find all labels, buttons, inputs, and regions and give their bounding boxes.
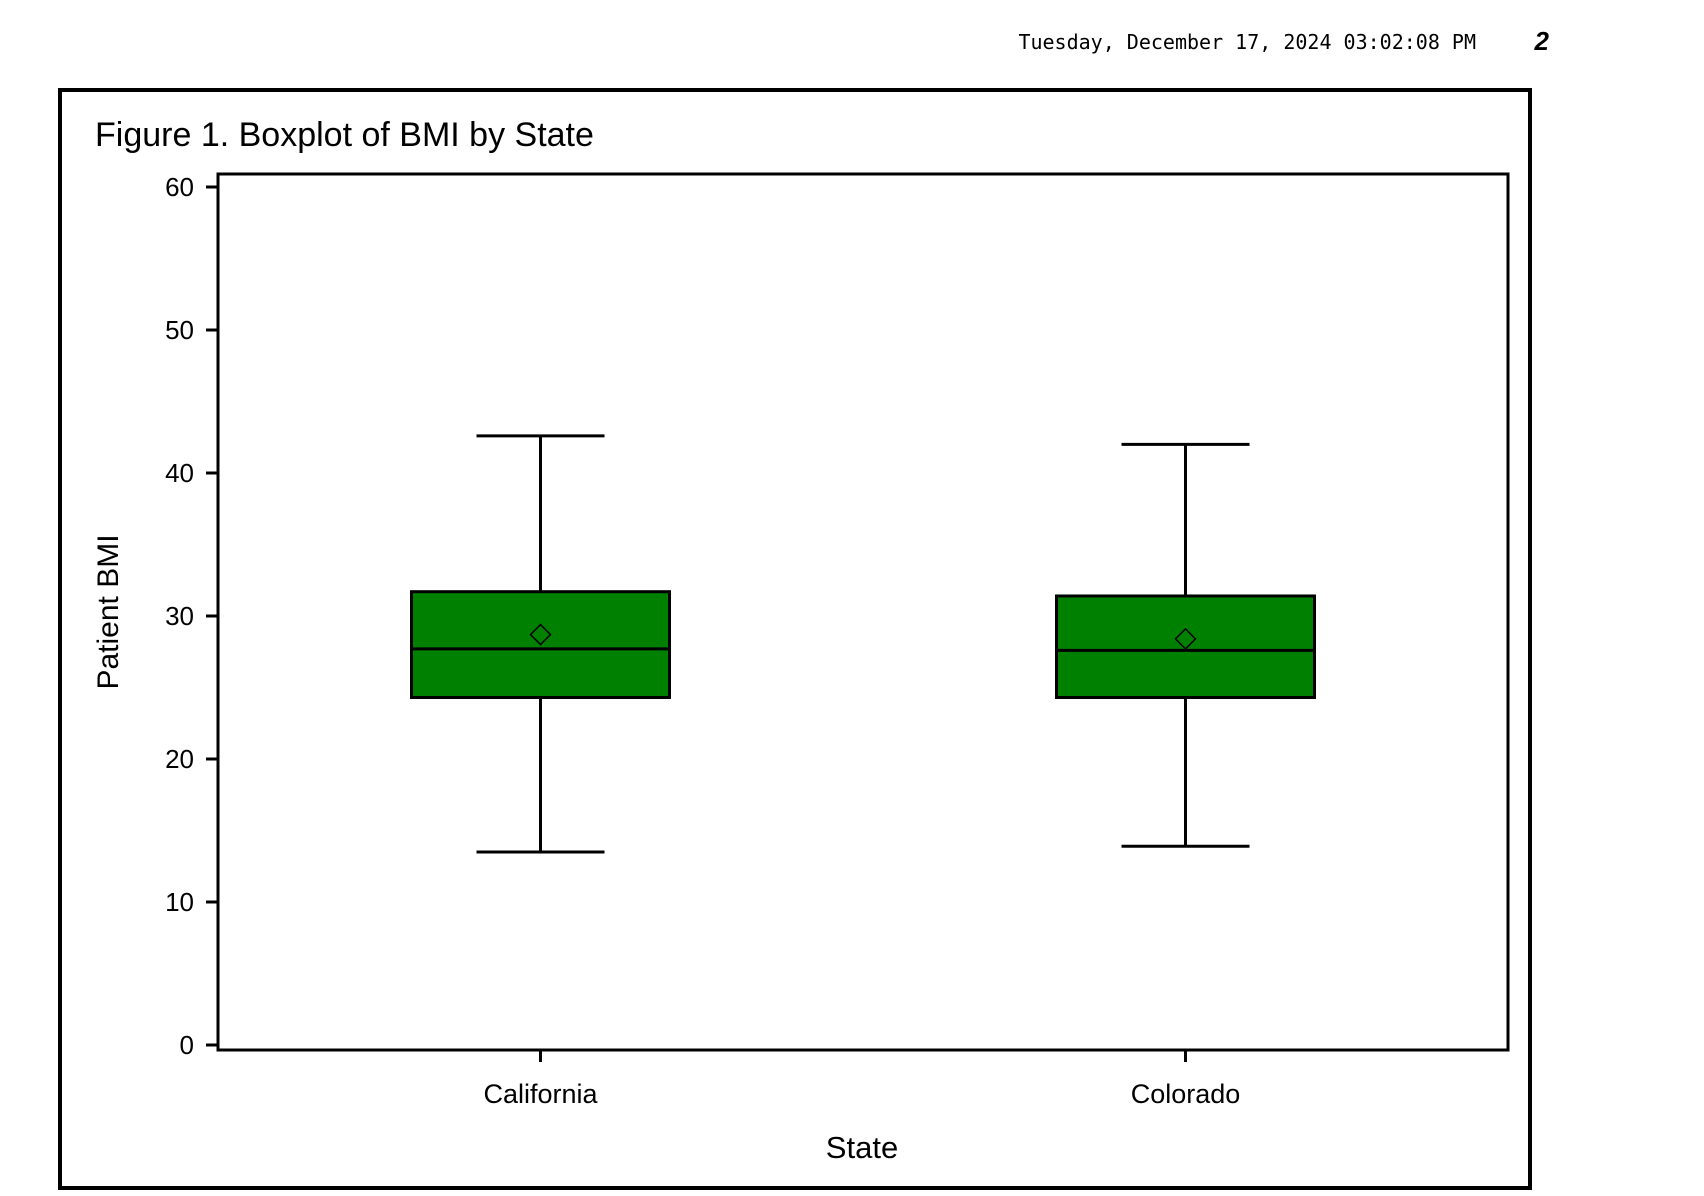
y-axis-label: Patient BMI <box>92 534 125 689</box>
y-axis: 0 10 20 30 40 50 60 <box>165 172 218 1060</box>
box-california <box>410 434 671 854</box>
x-axis-label: State <box>826 1130 898 1165</box>
boxes-group <box>410 434 1316 854</box>
x-tick-label-california: California <box>483 1079 598 1109</box>
chart-title: Figure 1. Boxplot of BMI by State <box>95 116 594 154</box>
y-tick-label-60: 60 <box>165 172 194 202</box>
y-tick-label-40: 40 <box>165 458 194 488</box>
y-tick-label-0: 0 <box>180 1030 194 1060</box>
page-number: 2 <box>1534 26 1549 56</box>
x-tick-label-colorado: Colorado <box>1131 1079 1241 1109</box>
y-tick-label-30: 30 <box>165 601 194 631</box>
y-tick-label-20: 20 <box>165 744 194 774</box>
iqr-box-colorado <box>1055 594 1316 700</box>
box-colorado <box>1055 442 1316 848</box>
figure-frame <box>58 88 1532 1190</box>
y-tick-label-10: 10 <box>165 887 194 917</box>
plot-area <box>216 172 1510 1052</box>
timestamp: Tuesday, December 17, 2024 03:02:08 PM <box>1018 30 1476 54</box>
mean-marker-california <box>529 623 552 646</box>
mean-marker-colorado <box>1174 627 1197 650</box>
x-axis: California Colorado <box>483 1050 1240 1109</box>
y-tick-label-50: 50 <box>165 315 194 345</box>
